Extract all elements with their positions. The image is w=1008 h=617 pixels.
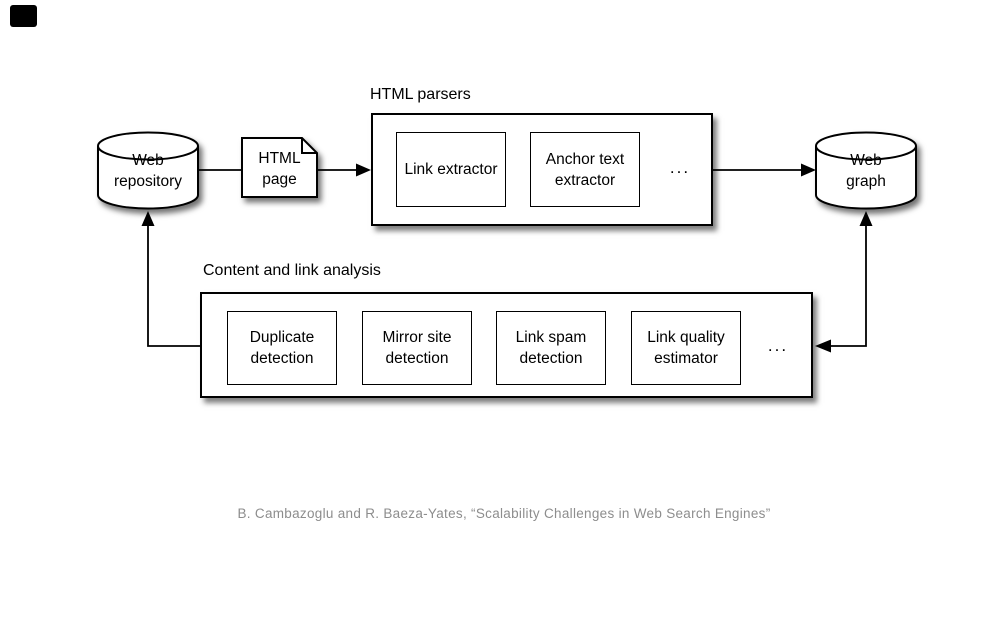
html-page-label-line1: HTML (258, 150, 301, 167)
module-box-mirror-site-detection: Mirror site detection (362, 311, 472, 385)
arrowhead-up-icon (141, 211, 155, 226)
web-repository-cylinder (97, 131, 199, 210)
analysis-panel-title: Content and link analysis (203, 262, 381, 279)
analysis-ellipsis: ... (767, 336, 789, 355)
cylinder-body (815, 146, 917, 210)
parsers-ellipsis: ... (669, 158, 691, 177)
cylinder-top (815, 131, 917, 161)
slide-corner-mark (10, 5, 37, 27)
module-box-anchor-text-extractor: Anchor text extractor (530, 132, 640, 207)
arrow-path (831, 225, 867, 347)
web-graph-label: Web graph (816, 150, 916, 192)
module-box-link-spam-detection: Link spam detection (496, 311, 606, 385)
arrow-analysis-to-repository (141, 211, 200, 347)
arrow-page-to-parsers (317, 163, 371, 177)
parsers-panel-title: HTML parsers (370, 86, 471, 103)
cylinder-top (97, 131, 199, 161)
web-repository-label: Web repository (98, 150, 198, 192)
html-page-label: HTML page (242, 148, 317, 190)
arrowhead-up-icon (859, 211, 873, 226)
arrow-path (147, 226, 200, 347)
module-box-link-quality-estimator: Link quality estimator (631, 311, 741, 385)
arrowhead-right-icon (356, 163, 371, 177)
document-outline (241, 137, 318, 198)
module-box-duplicate-detection: Duplicate detection (227, 311, 337, 385)
web-repository-label-line1: Web (132, 152, 164, 169)
web-graph-label-line2: graph (846, 173, 886, 190)
document-fold (301, 138, 317, 154)
web-repository-label-line2: repository (113, 173, 183, 190)
html-page-icon (241, 137, 318, 198)
arrowhead-left-icon (815, 339, 831, 353)
web-graph-cylinder (815, 131, 917, 210)
arrow-parsers-to-graph (713, 163, 816, 177)
cylinder-body (97, 146, 199, 210)
citation-text: B. Cambazoglu and R. Baeza-Yates, “Scala… (237, 506, 771, 521)
arrowhead-right-icon (801, 163, 816, 177)
module-box-link-extractor: Link extractor (396, 132, 506, 207)
web-graph-label-line1: Web (850, 152, 882, 169)
html-page-label-line2: page (262, 171, 297, 188)
arrow-graph-analysis-bidirectional (815, 211, 873, 353)
